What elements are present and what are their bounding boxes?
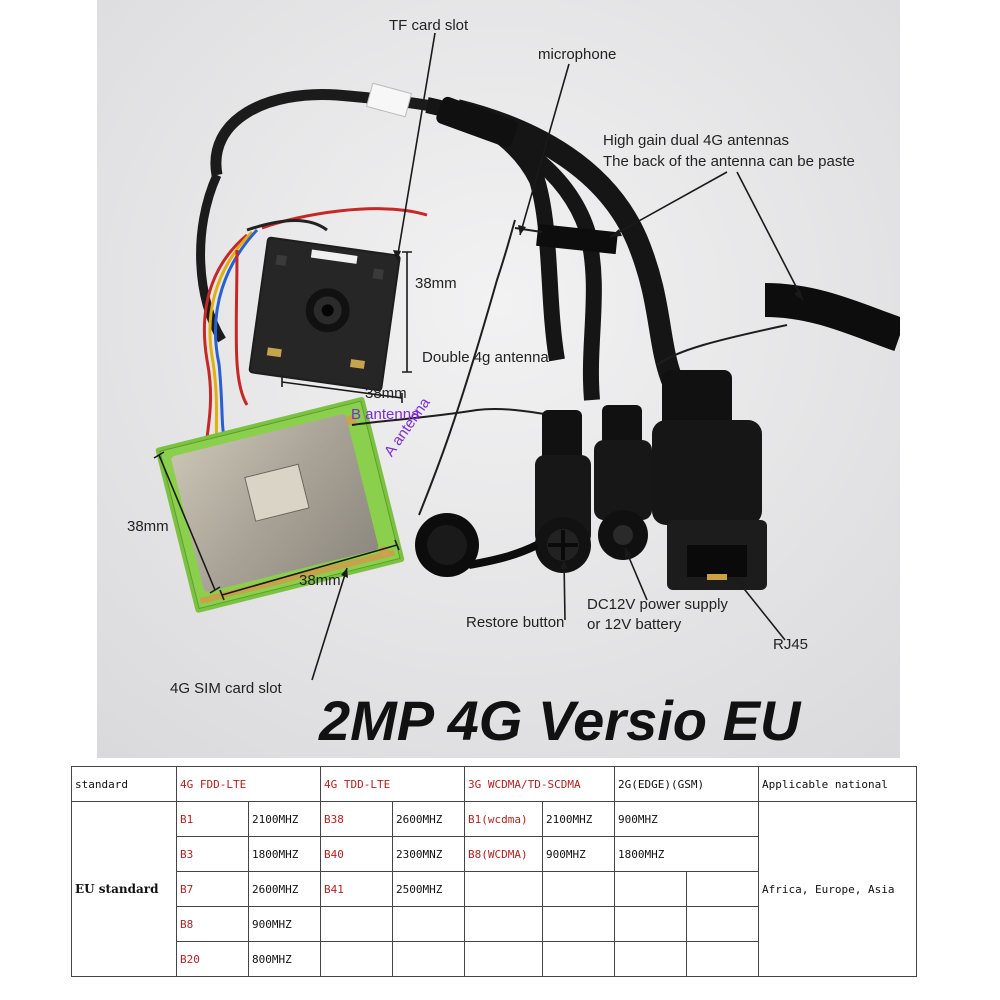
header-gsm: 2G(EDGE)(GSM) — [614, 766, 759, 802]
header-tdd-lte: 4G TDD-LTE — [320, 766, 465, 802]
freq-cell: 800MHZ — [248, 941, 321, 977]
header-applicable: Applicable national — [758, 766, 917, 802]
empty-cell — [464, 871, 543, 907]
empty-cell — [392, 941, 465, 977]
band-cell: B38 — [320, 801, 393, 837]
restore-button-label: Restore button — [466, 614, 565, 631]
applicable-cell: Africa, Europe, Asia — [758, 801, 917, 977]
band-cell: B8 — [176, 906, 249, 942]
b-antenna-label: B antenna — [351, 406, 420, 423]
antennas-label-line1: High gain dual 4G antennas — [603, 132, 789, 149]
antennas-label-line2: The back of the antenna can be paste — [603, 153, 855, 170]
dimension-label: 38mm — [127, 518, 169, 535]
table-row: B20 800MHZ — [72, 941, 917, 977]
table-row: EU standard B1 2100MHZ B38 2600MHZ B1(wc… — [71, 801, 917, 977]
table-header-row: standard 4G FDD-LTE 4G TDD-LTE 3G WCDMA/… — [71, 766, 917, 802]
empty-cell — [464, 941, 543, 977]
header-wcdma: 3G WCDMA/TD-SCDMA — [464, 766, 615, 802]
freq-cell: 2600MHZ — [248, 871, 321, 907]
empty-cell — [686, 871, 759, 907]
freq-cell: 1800MHZ — [614, 836, 759, 872]
dimension-label: 38mm — [365, 385, 407, 402]
freq-cell: 900MHZ — [248, 906, 321, 942]
tf-card-slot-label: TF card slot — [389, 17, 469, 34]
hardware-illustration — [97, 0, 900, 758]
sim-card-slot-label: 4G SIM card slot — [170, 680, 282, 697]
empty-cell — [686, 941, 759, 977]
band-cell: B40 — [320, 836, 393, 872]
dc12v-label-line1: DC12V power supply — [587, 596, 728, 613]
double-4g-antenna-label: Double 4g antenna — [422, 349, 549, 366]
band-cell: B20 — [176, 941, 249, 977]
product-photo: TF card slot microphone High gain dual 4… — [97, 0, 900, 758]
band-cell: B41 — [320, 871, 393, 907]
empty-cell — [464, 906, 543, 942]
empty-cell — [320, 941, 393, 977]
empty-cell — [320, 906, 393, 942]
freq-cell: 1800MHZ — [248, 836, 321, 872]
band-cell: B1 — [176, 801, 249, 837]
dimension-label: 38mm — [415, 275, 457, 292]
table-row: B3 1800MHZ B40 2300MNZ B8(WCDMA) 900MHZ … — [72, 836, 917, 872]
freq-cell: 2100MHZ — [542, 801, 615, 837]
band-cell: B7 — [176, 871, 249, 907]
rj45-label: RJ45 — [773, 636, 809, 653]
empty-cell — [614, 906, 687, 942]
empty-cell — [392, 906, 465, 942]
header-fdd-lte: 4G FDD-LTE — [176, 766, 321, 802]
band-cell: B8(WCDMA) — [464, 836, 543, 872]
empty-cell — [686, 906, 759, 942]
freq-cell: 900MHZ — [542, 836, 615, 872]
empty-cell — [542, 941, 615, 977]
empty-cell — [614, 871, 687, 907]
frequency-band-table: standard 4G FDD-LTE 4G TDD-LTE 3G WCDMA/… — [71, 766, 917, 977]
freq-cell: 900MHZ — [614, 801, 759, 837]
dimension-label: 38mm — [299, 572, 341, 589]
product-title: 2MP 4G Versio EU — [319, 689, 801, 752]
freq-cell: 2300MNZ — [392, 836, 465, 872]
freq-cell: 2500MHZ — [392, 871, 465, 907]
freq-cell: 2100MHZ — [248, 801, 321, 837]
eu-standard-cell: EU standard — [71, 801, 177, 977]
empty-cell — [614, 941, 687, 977]
empty-cell — [542, 906, 615, 942]
empty-cell — [542, 871, 615, 907]
band-cell: B3 — [176, 836, 249, 872]
freq-cell: 2600MHZ — [392, 801, 465, 837]
band-cell: B1(wcdma) — [464, 801, 543, 837]
table-row: B7 2600MHZ B41 2500MHZ — [72, 871, 917, 907]
microphone-label: microphone — [538, 46, 617, 63]
dc12v-label-line2: or 12V battery — [587, 616, 682, 633]
header-standard: standard — [71, 766, 177, 802]
